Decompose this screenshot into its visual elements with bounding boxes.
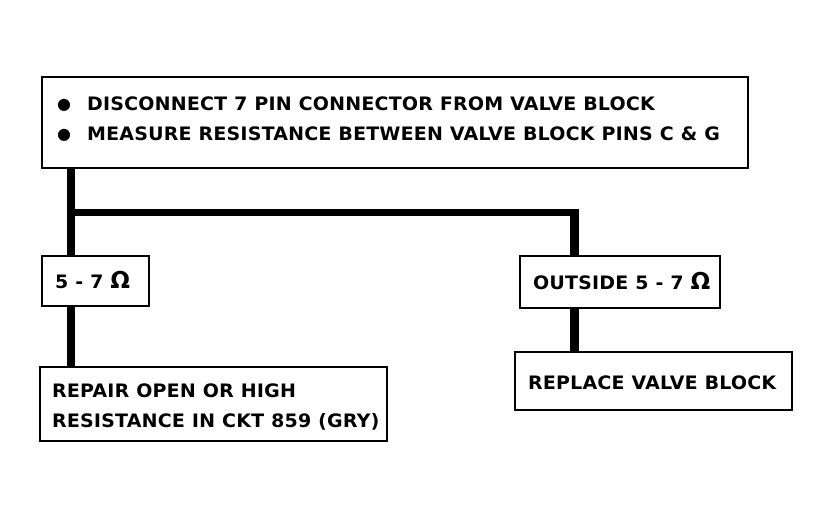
right-drop-line [570,209,579,257]
bullet-icon: ● [57,124,72,143]
action-box-replace: REPLACE VALVE BLOCK [514,351,793,411]
action-text-line-1: REPAIR OPEN OR HIGH [52,380,297,402]
condition-label: 5 - 7 Ω [55,268,130,294]
left-action-connector [67,305,75,368]
right-action-connector [570,307,579,353]
left-drop-line [67,209,75,257]
ohm-symbol: Ω [110,268,131,294]
condition-range-text: 5 - 7 [55,271,111,293]
condition-label: OUTSIDE 5 - 7 Ω [533,269,710,295]
branch-horizontal-line [67,209,579,216]
instruction-box: ● DISCONNECT 7 PIN CONNECTOR FROM VALVE … [41,76,749,169]
step-text: MEASURE RESISTANCE BETWEEN VALVE BLOCK P… [87,123,721,145]
action-box-repair: REPAIR OPEN OR HIGH RESISTANCE IN CKT 85… [39,366,388,442]
action-text-line-2: RESISTANCE IN CKT 859 (GRY) [52,410,380,432]
condition-box-in-range: 5 - 7 Ω [41,255,150,307]
step-item: ● MEASURE RESISTANCE BETWEEN VALVE BLOCK… [45,119,720,149]
instruction-steps: ● DISCONNECT 7 PIN CONNECTOR FROM VALVE … [45,89,720,149]
step-text: DISCONNECT 7 PIN CONNECTOR FROM VALVE BL… [87,93,655,115]
bullet-icon: ● [57,94,72,113]
condition-range-text: OUTSIDE 5 - 7 [533,272,691,294]
action-text: REPLACE VALVE BLOCK [528,372,777,394]
ohm-symbol: Ω [690,269,711,295]
trunk-line [67,167,75,216]
step-item: ● DISCONNECT 7 PIN CONNECTOR FROM VALVE … [45,89,720,119]
condition-box-out-of-range: OUTSIDE 5 - 7 Ω [519,255,721,309]
